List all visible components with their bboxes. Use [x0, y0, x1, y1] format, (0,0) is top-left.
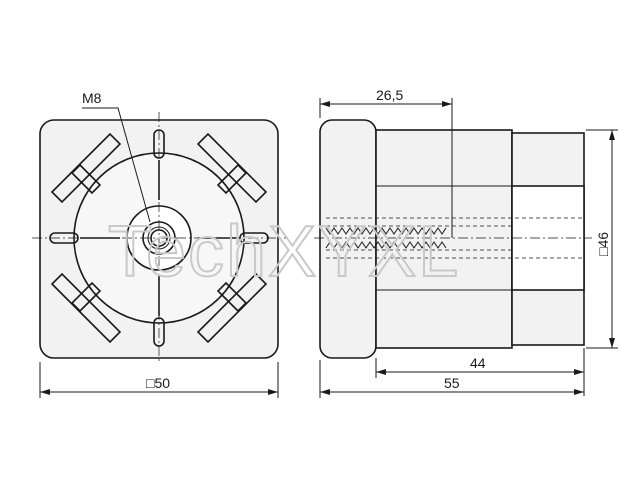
watermark-text: TechXYXL [108, 212, 460, 292]
mid-dimension: 44 [375, 348, 585, 396]
mid-dim-label: 44 [470, 355, 486, 371]
width-dimension: □50 [39, 362, 279, 398]
thread-label: M8 [82, 90, 102, 106]
overall-dim-label: 55 [444, 375, 460, 391]
corner-slots [50, 132, 268, 344]
thread-zigzag-bottom [325, 241, 447, 249]
side-view: 26,5 □46 44 55 [314, 87, 618, 398]
thread-leader-line [82, 107, 151, 223]
front-view: M8 □50 [32, 90, 286, 398]
top-dimension: 26,5 [319, 87, 453, 238]
height-label: □46 [595, 232, 611, 256]
side-body [375, 129, 513, 349]
top-dim-label: 26,5 [376, 87, 403, 103]
width-label: □50 [146, 375, 170, 391]
height-dimension: □46 [586, 129, 618, 349]
thread-zigzag-top [325, 227, 447, 235]
overall-dimension: 55 [319, 360, 584, 398]
